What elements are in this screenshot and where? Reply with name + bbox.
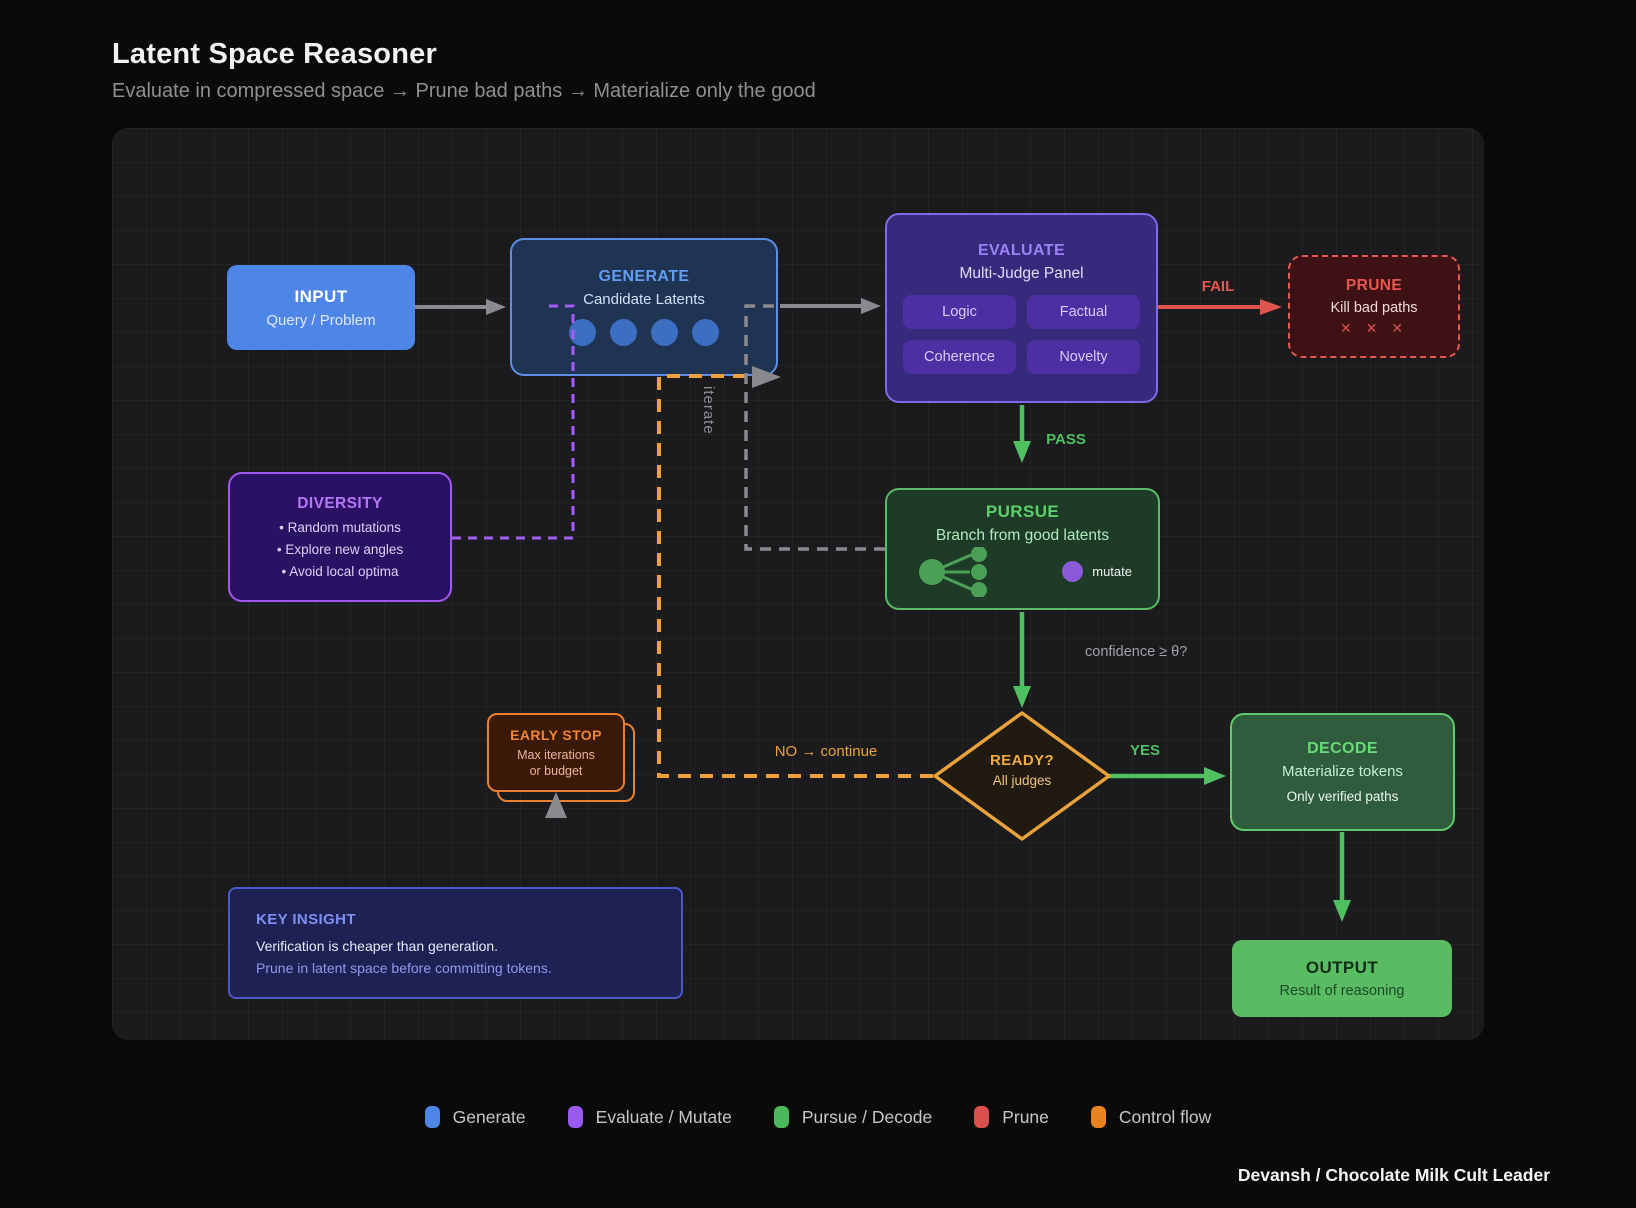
judge-chip-coherence: Coherence xyxy=(903,340,1016,374)
node-output: OUTPUT Result of reasoning xyxy=(1232,940,1452,1017)
node-generate: GENERATE Candidate Latents xyxy=(510,238,778,376)
generate-title: GENERATE xyxy=(598,268,690,285)
node-decode: DECODE Materialize tokens Only verified … xyxy=(1230,713,1455,831)
node-early-stop: EARLY STOP Max iterations or budget xyxy=(487,713,625,792)
prune-subtitle: Kill bad paths xyxy=(1330,299,1418,316)
edge-label-confidence: confidence ≥ θ? xyxy=(1085,644,1188,660)
mutate-label: mutate xyxy=(1092,564,1132,579)
prune-x-marks: ✕ ✕ ✕ xyxy=(1340,319,1408,336)
legend-swatch-control xyxy=(1090,1106,1106,1128)
mutate-dot-icon xyxy=(1062,561,1084,582)
legend-label: Pursue / Decode xyxy=(801,1106,933,1127)
edge-label-yes: YES xyxy=(1129,742,1161,759)
node-ready-label: READY? All judges xyxy=(947,752,1097,788)
prune-title: PRUNE xyxy=(1345,276,1403,294)
output-title: OUTPUT xyxy=(1305,958,1379,977)
key-insight-title: KEY INSIGHT xyxy=(256,910,356,928)
edge-label-iterate: iterate xyxy=(700,386,717,435)
evaluate-subtitle: Multi-Judge Panel xyxy=(959,265,1084,282)
legend-swatch-generate xyxy=(424,1106,440,1128)
early-stop-title: EARLY STOP xyxy=(510,727,602,743)
legend-item-pursue-decode: Pursue / Decode xyxy=(773,1106,933,1128)
footer-credit: Devansh / Chocolate Milk Cult Leader xyxy=(1237,1165,1550,1185)
legend: Generate Evaluate / Mutate Pursue / Deco… xyxy=(0,1106,1636,1128)
latent-dot xyxy=(610,319,637,346)
decode-subtitle: Materialize tokens xyxy=(1282,763,1403,780)
node-evaluate: EVALUATE Multi-Judge Panel Logic Factual… xyxy=(885,213,1158,403)
judge-chip-factual: Factual xyxy=(1027,295,1140,329)
legend-label: Evaluate / Mutate xyxy=(595,1106,732,1127)
legend-label: Prune xyxy=(1002,1106,1049,1127)
legend-swatch-evaluate xyxy=(567,1106,583,1128)
ready-subtitle: All judges xyxy=(992,773,1052,788)
latent-dot xyxy=(692,319,719,346)
early-stop-line2: or budget xyxy=(529,764,583,778)
pursue-title: PURSUE xyxy=(985,501,1060,521)
legend-item-control-flow: Control flow xyxy=(1090,1106,1212,1128)
decode-note: Only verified paths xyxy=(1286,789,1399,804)
latent-dot xyxy=(569,319,596,346)
edge-label-no-continue: NO → continue xyxy=(774,743,878,760)
judge-chip-logic: Logic xyxy=(903,295,1016,329)
page-title: Latent Space Reasoner xyxy=(112,38,437,70)
early-stop-line1: Max iterations xyxy=(517,748,595,762)
legend-item-prune: Prune xyxy=(974,1106,1049,1128)
node-input: INPUT Query / Problem xyxy=(227,265,415,350)
edge-label-fail: FAIL xyxy=(1201,278,1235,295)
node-diversity: DIVERSITY • Random mutations • Explore n… xyxy=(228,472,452,602)
generate-subtitle: Candidate Latents xyxy=(583,291,705,308)
judge-panel: Logic Factual Coherence Novelty xyxy=(903,295,1140,374)
edge-label-pass: PASS xyxy=(1046,431,1086,448)
legend-item-generate: Generate xyxy=(424,1106,526,1128)
legend-swatch-pursue xyxy=(773,1106,789,1128)
latent-dots xyxy=(569,319,719,346)
diversity-bullet: • Explore new angles xyxy=(276,542,404,557)
evaluate-title: EVALUATE xyxy=(977,242,1066,259)
key-insight-line1: Verification is cheaper than generation. xyxy=(256,937,499,954)
decode-title: DECODE xyxy=(1307,740,1378,757)
output-subtitle: Result of reasoning xyxy=(1279,983,1405,999)
legend-label: Control flow xyxy=(1118,1106,1212,1127)
input-title: INPUT xyxy=(294,286,348,306)
pursue-subtitle: Branch from good latents xyxy=(935,526,1110,544)
node-pursue: PURSUE Branch from good latents mutate xyxy=(885,488,1160,610)
input-subtitle: Query / Problem xyxy=(266,311,376,329)
node-prune: PRUNE Kill bad paths ✕ ✕ ✕ xyxy=(1288,255,1460,358)
ready-title: READY? xyxy=(989,752,1055,769)
legend-label: Generate xyxy=(452,1106,526,1127)
diversity-title: DIVERSITY xyxy=(297,495,383,512)
page-subtitle: Evaluate in compressed space → Prune bad… xyxy=(112,80,816,102)
diversity-bullet: • Avoid local optima xyxy=(281,564,399,579)
node-key-insight: KEY INSIGHT Verification is cheaper than… xyxy=(228,887,683,999)
judge-chip-novelty: Novelty xyxy=(1027,340,1140,374)
legend-swatch-prune xyxy=(974,1106,990,1128)
branch-icon xyxy=(919,546,987,597)
key-insight-line2: Prune in latent space before committing … xyxy=(256,959,552,976)
legend-item-evaluate-mutate: Evaluate / Mutate xyxy=(567,1106,732,1128)
diversity-bullet: • Random mutations xyxy=(279,520,401,535)
latent-dot xyxy=(651,319,678,346)
